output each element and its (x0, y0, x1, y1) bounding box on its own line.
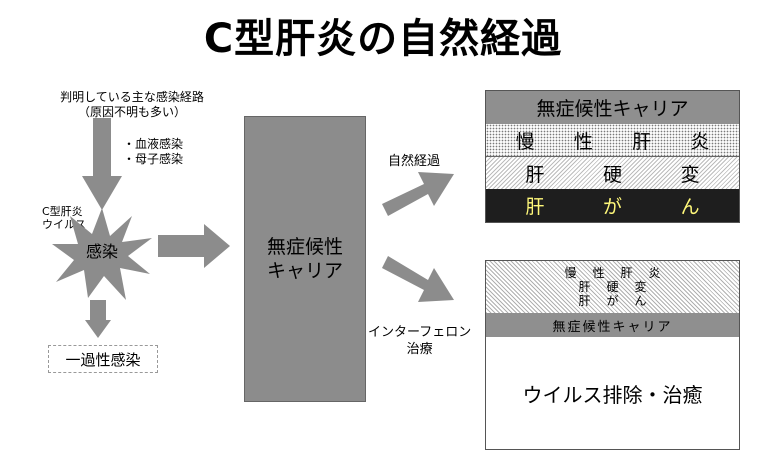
natural-cirrhosis-char2: 硬 (602, 163, 622, 186)
natural-chronic-char1: 慢 (515, 130, 535, 153)
natural-cancer-char1: 肝 (525, 196, 545, 218)
natural-cancer-char2: が (602, 196, 622, 218)
natural-cirrhosis-char1: 肝 (525, 163, 545, 186)
interferon-label-line1: インターフェロン (368, 325, 472, 340)
routes-heading-line2: （原因不明も多い） (77, 105, 186, 119)
route-mother-child: ・母子感染 (123, 152, 184, 166)
treated-chronic-char1: 慢 (564, 266, 577, 280)
route-blood: ・血液感染 (123, 137, 184, 151)
carrier-center-line1: 無症候性 (266, 236, 343, 258)
arrow-natural-course (382, 172, 454, 216)
treated-disease-block: 慢 性 肝 炎 肝 硬 変 肝 が ん (486, 261, 739, 313)
treated-chronic-char4: 炎 (648, 266, 661, 280)
natural-chronic-hepatitis-row: 慢 性 肝 炎 (486, 124, 739, 156)
natural-carrier-row: 無症候性キャリア (486, 91, 739, 124)
interferon-label: インターフェロン 治療 (368, 324, 471, 358)
natural-course-label: 自然経過 (388, 154, 441, 169)
interferon-outcome-box: 慢 性 肝 炎 肝 硬 変 肝 が ん 無症候性キャリア ウイルス排除・治癒 (485, 260, 740, 450)
infection-starburst (52, 208, 152, 300)
treated-cancer-char1: 肝 (578, 294, 591, 308)
interferon-label-line2: 治療 (406, 342, 433, 357)
cure-row: ウイルス排除・治癒 (486, 337, 739, 449)
arrow-interferon (382, 256, 454, 302)
treated-cirrhosis-row: 肝 硬 変 (578, 280, 646, 294)
treated-carrier-row: 無症候性キャリア (486, 313, 739, 337)
arrow-right-to-carrier (158, 224, 230, 268)
natural-cancer-char3: ん (680, 196, 700, 218)
carrier-center-line2: キャリア (266, 260, 343, 282)
treated-carrier-label: 無症候性キャリア (552, 319, 673, 335)
natural-outcome-box: 無症候性キャリア 慢 性 肝 炎 肝 硬 変 肝 が ん (485, 90, 740, 223)
transient-infection-box: 一過性感染 (48, 345, 158, 373)
natural-cirrhosis-row: 肝 硬 変 (486, 156, 739, 189)
treated-cirrhosis-char3: 変 (634, 280, 647, 294)
treated-cirrhosis-char1: 肝 (578, 280, 591, 294)
arrow-down-to-infection (82, 118, 122, 210)
cure-label: ウイルス排除・治癒 (522, 382, 703, 407)
natural-chronic-char2: 性 (573, 130, 593, 153)
natural-cirrhosis-char3: 変 (680, 163, 700, 186)
transient-infection-label: 一過性感染 (65, 350, 141, 369)
carrier-center-box: 無症候性 キャリア (244, 116, 366, 402)
arrow-down-to-transient (85, 300, 111, 338)
page-title: C型肝炎の自然経過 (203, 16, 563, 62)
natural-chronic-char4: 炎 (690, 130, 710, 153)
virus-label-line1: C型肝炎 (42, 205, 83, 218)
infection-label: 感染 (85, 242, 118, 261)
natural-carrier-label: 無症候性キャリア (536, 98, 689, 120)
treated-chronic-char2: 性 (592, 266, 605, 280)
natural-liver-cancer-row: 肝 が ん (486, 189, 739, 222)
treated-cancer-char3: ん (634, 294, 647, 308)
routes-heading-line1: 判明している主な感染経路 (60, 90, 204, 104)
routes-heading: 判明している主な感染経路 （原因不明も多い） (32, 90, 232, 120)
treated-cirrhosis-char2: 硬 (606, 280, 619, 294)
treated-chronic-char3: 肝 (620, 266, 633, 280)
treated-cancer-char2: が (606, 294, 619, 308)
treated-chronic-row: 慢 性 肝 炎 (564, 266, 660, 280)
natural-chronic-char3: 肝 (632, 130, 652, 153)
treated-cancer-row: 肝 が ん (578, 294, 646, 308)
routes-list: ・血液感染 ・母子感染 (123, 137, 183, 167)
